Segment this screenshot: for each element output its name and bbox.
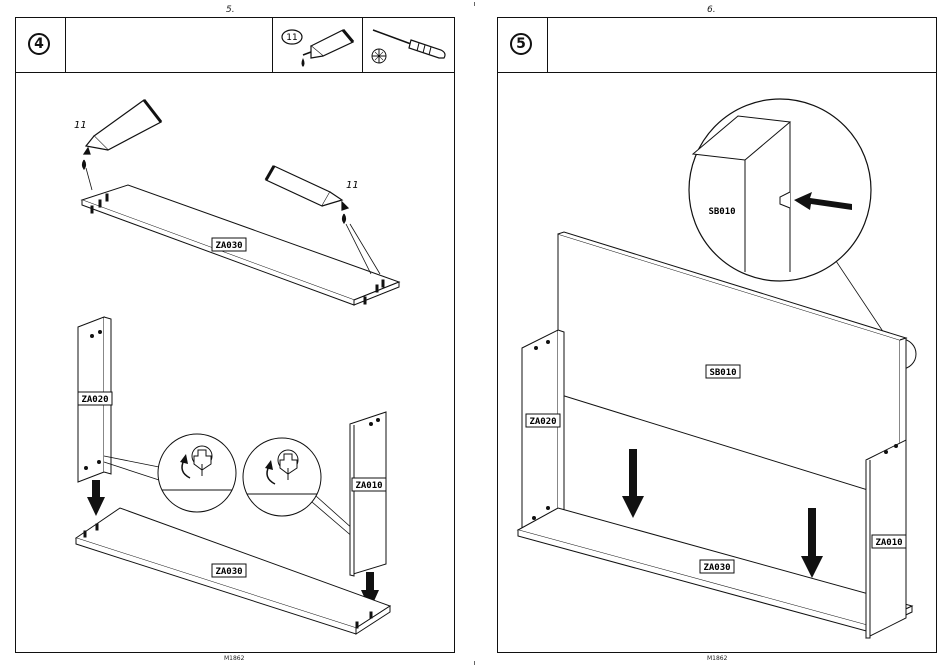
page-number-left: 5. xyxy=(226,5,235,15)
left-assembly-diagram: ZA030 11 11 xyxy=(16,72,456,654)
label-back-panel-detail: SB010 xyxy=(708,207,735,217)
label-top-board: ZA030 xyxy=(215,241,242,251)
cam-lock-detail-icon xyxy=(243,438,321,516)
step-number: 5 xyxy=(510,33,532,55)
label-right-side: ZA010 xyxy=(355,481,382,491)
screwdriver-icon xyxy=(363,18,457,72)
crop-mark xyxy=(474,661,475,665)
glue-tag-a: 11 xyxy=(74,120,87,131)
right-page-frame: 5 SB010 SB010 xyxy=(497,17,937,653)
label-right-side: ZA010 xyxy=(875,538,902,548)
right-side-panel xyxy=(350,412,386,576)
step-cell: 4 xyxy=(16,18,66,72)
crop-mark xyxy=(474,2,475,6)
footer-code-left: M1862 xyxy=(224,655,244,662)
arrow-down-icon xyxy=(87,480,105,516)
label-bottom-board: ZA030 xyxy=(215,567,242,577)
glue-cell: 11 xyxy=(272,18,363,72)
page-number-right: 6. xyxy=(707,5,716,15)
left-page-frame: 4 11 xyxy=(15,17,455,653)
left-header: 4 11 xyxy=(16,18,454,73)
label-back-panel: SB010 xyxy=(709,368,736,378)
cam-lock-detail-icon xyxy=(158,434,236,512)
phillips-head-icon xyxy=(372,49,386,63)
right-header: 5 xyxy=(498,18,936,73)
step-number: 4 xyxy=(28,33,50,55)
zoom-detail xyxy=(689,99,871,281)
glue-tag-b: 11 xyxy=(346,180,359,191)
glue-count: 11 xyxy=(286,33,297,43)
label-base: ZA030 xyxy=(703,563,730,573)
right-assembly-diagram: SB010 SB010 ZA020 ZA030 xyxy=(498,72,938,654)
glue-tube-icon xyxy=(83,100,162,190)
arrow-down-icon xyxy=(801,508,823,578)
glue-tube-icon: 11 xyxy=(273,18,363,72)
left-side-panel xyxy=(522,330,564,530)
arrow-down-icon xyxy=(622,449,644,518)
label-left-side: ZA020 xyxy=(529,417,556,427)
screwdriver-cell xyxy=(362,18,457,72)
label-left-side: ZA020 xyxy=(81,395,108,405)
step-cell: 5 xyxy=(498,18,548,72)
footer-code-right: M1862 xyxy=(707,655,727,662)
